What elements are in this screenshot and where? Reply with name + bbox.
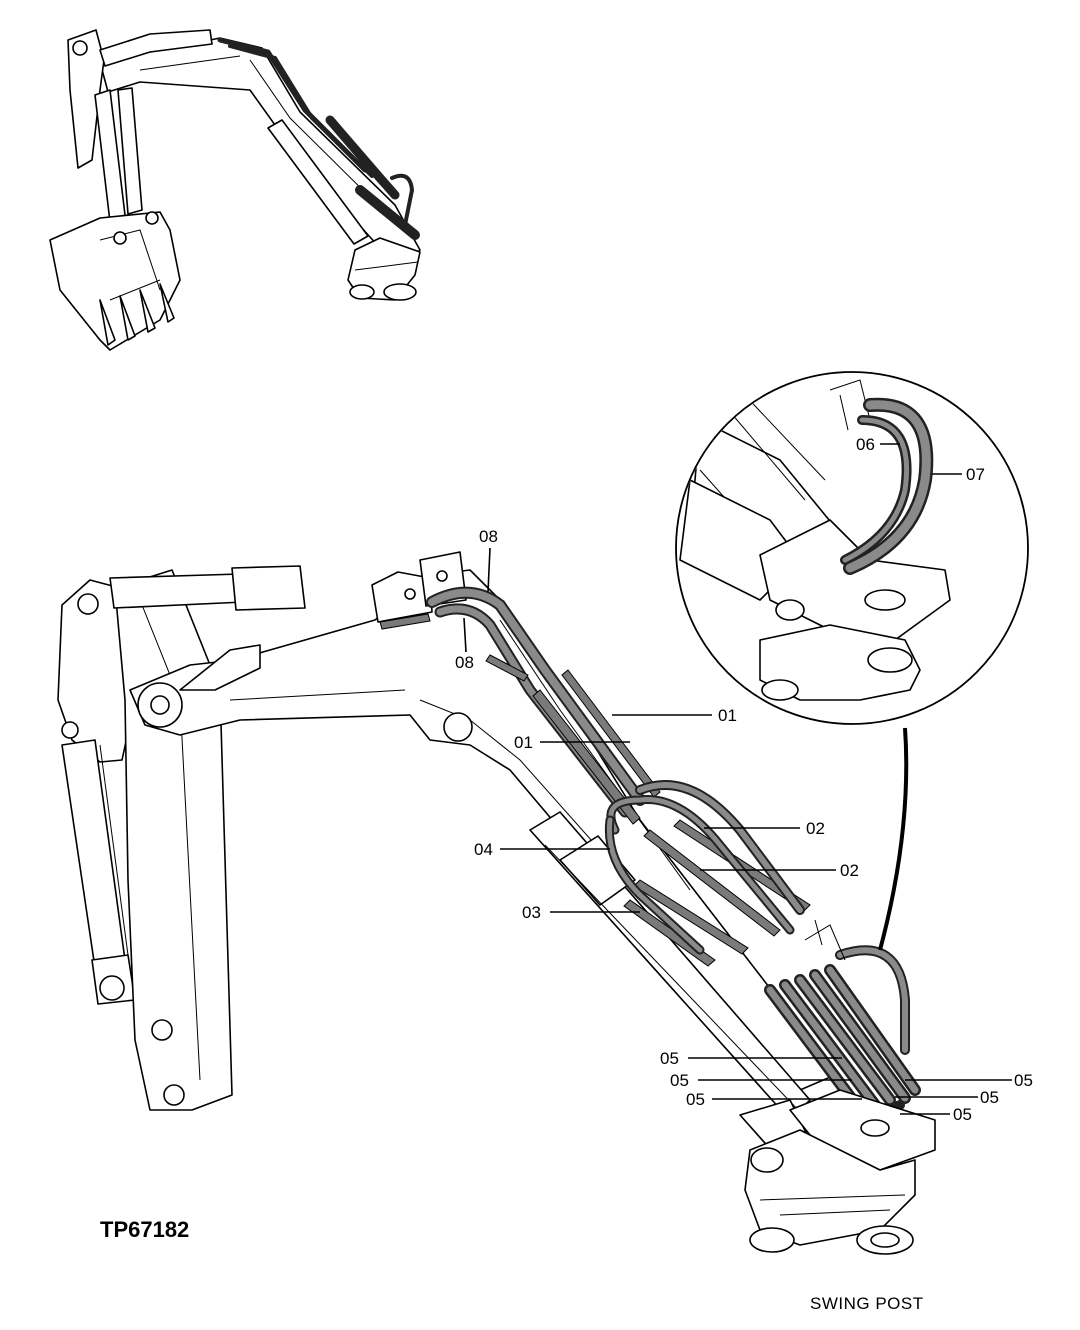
callout-01-left: 01 <box>514 733 533 752</box>
callout-08-bottom: 08 <box>455 653 474 672</box>
leader-lines <box>463 443 1012 1115</box>
callout-07: 07 <box>966 465 985 484</box>
callout-01-right: 01 <box>718 706 737 725</box>
callout-05-d: 05 <box>1014 1071 1033 1090</box>
detail-inset <box>675 371 1029 951</box>
drawing-id: TP67182 <box>100 1217 189 1242</box>
swing-post-caption: SWING POST <box>810 1294 924 1313</box>
callout-02-lower: 02 <box>840 861 859 880</box>
callout-05-c: 05 <box>686 1090 705 1109</box>
callout-05-b: 05 <box>670 1071 689 1090</box>
callout-05-a: 05 <box>660 1049 679 1068</box>
callout-05-e: 05 <box>980 1088 999 1107</box>
main-illustration <box>57 551 936 1255</box>
callout-02-upper: 02 <box>806 819 825 838</box>
callout-03: 03 <box>522 903 541 922</box>
callout-05-f: 05 <box>953 1105 972 1124</box>
callout-04: 04 <box>474 840 493 859</box>
callout-06: 06 <box>856 435 875 454</box>
callout-labels: 08 08 01 01 02 02 04 03 05 05 05 05 05 0… <box>455 435 1033 1124</box>
callout-08-top: 08 <box>479 527 498 546</box>
overview-illustration <box>49 29 421 351</box>
